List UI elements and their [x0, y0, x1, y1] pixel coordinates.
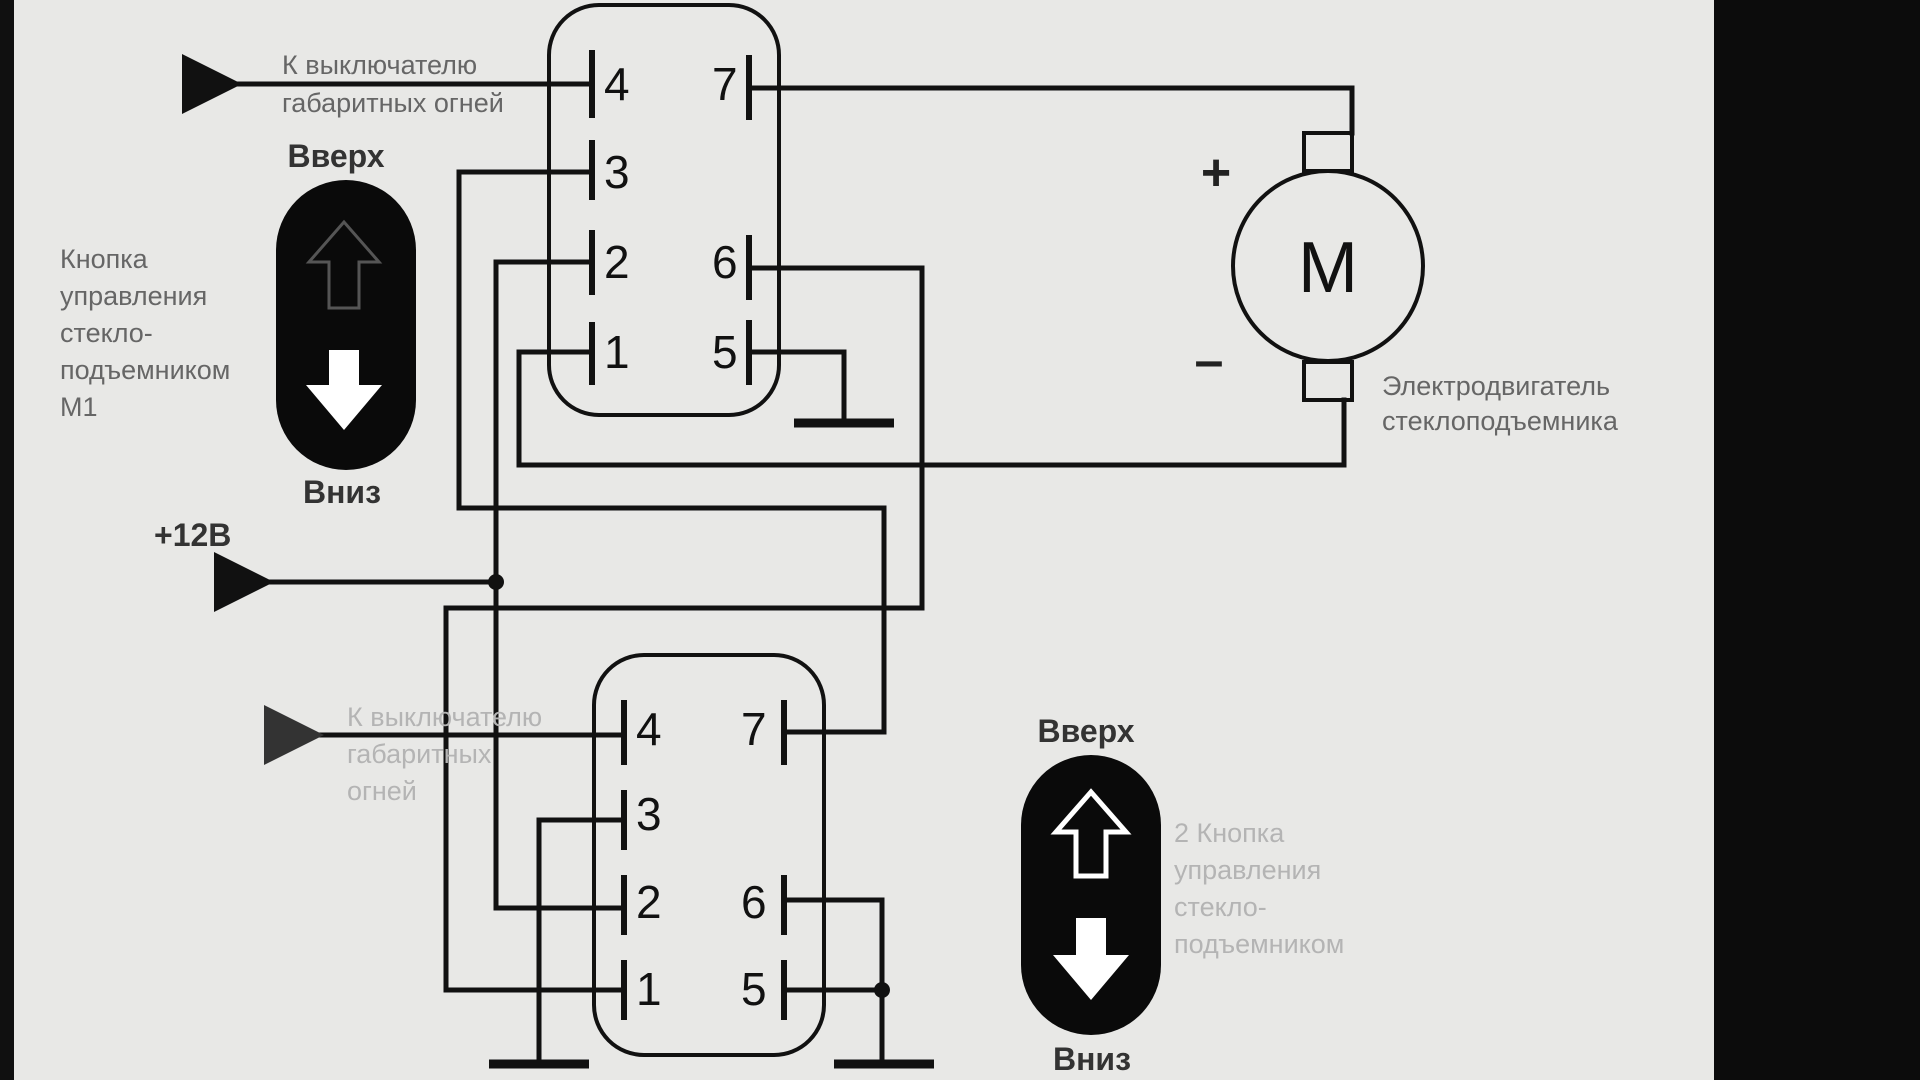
junction-plus12v — [488, 574, 504, 590]
motor-plus-sign: + — [1201, 144, 1231, 202]
switch-2-button-label-line-1: 2 Кнопка — [1174, 818, 1285, 848]
rocker-button-1-body — [276, 180, 416, 470]
power-label: +12В — [154, 517, 231, 553]
rocker-button-2 — [1021, 755, 1161, 1035]
switch-2-lights-label-line-2: габаритных — [347, 739, 492, 769]
up-arrow-icon — [1050, 788, 1132, 879]
motor-minus-sign: – — [1195, 332, 1224, 390]
switch-2-button-label-line-2: управления — [1174, 855, 1321, 885]
switch-1-button-label-line-1: Кнопка — [60, 244, 149, 274]
motor: M + – Электродвигатель стеклоподъемника — [1195, 131, 1619, 436]
switch-2-pin-2-number: 2 — [636, 876, 662, 928]
motor-label-line-2: стеклоподъемника — [1382, 406, 1619, 436]
switch-2-lights-label-line-1: К выключателю — [347, 702, 542, 732]
switch-2-button-label-line-4: подъемником — [1174, 929, 1344, 959]
switch-1: 4 3 2 1 7 6 5 — [547, 3, 781, 417]
switch-1-lights-label-line-1: К выключателю — [282, 50, 477, 80]
switch-1-pin-1-number: 1 — [604, 326, 630, 378]
switch-1-body — [547, 3, 781, 417]
switch-1-button-label-line-3: стекло- — [60, 318, 153, 348]
wire-s1-pin3-s2-pin7 — [456, 169, 887, 735]
switch-2-pin-4-number: 4 — [636, 703, 662, 755]
down-arrow-icon — [306, 350, 382, 430]
wire-s1-pin5-ground — [746, 349, 847, 423]
switch-1-pin-7-number: 7 — [712, 58, 738, 110]
switch-1-pin-5-number: 5 — [712, 326, 738, 378]
switch-2-pin-5-number: 5 — [741, 963, 767, 1015]
monitor-bezel — [1714, 0, 1920, 1080]
down-arrow-icon — [1053, 918, 1129, 1000]
up-arrow-icon — [305, 219, 383, 310]
switch-1-lights-label-line-2: габаритных огней — [282, 88, 504, 118]
motor-circle — [1231, 169, 1425, 363]
motor-terminal-bottom — [1302, 360, 1354, 402]
switch-1-pin-3-number: 3 — [604, 146, 630, 198]
switch-2: 4 3 2 1 7 6 5 — [592, 653, 826, 1057]
wire-s1-pin6-s2-pin1 — [443, 265, 925, 993]
rocker-button-2-body — [1021, 755, 1161, 1035]
switch-2-lights-label-line-3: огней — [347, 776, 417, 806]
wiring-diagram: 4 3 2 1 7 6 5 4 3 2 1 7 6 5 M + – Электр… — [60, 3, 1619, 1077]
switch-2-button-label-line-3: стекло- — [1174, 892, 1267, 922]
switch-1-button-label-line-2: управления — [60, 281, 207, 311]
wires — [182, 54, 1355, 1069]
diagram-screen: 4 3 2 1 7 6 5 4 3 2 1 7 6 5 M + – Электр… — [14, 0, 1714, 1080]
motor-label-line-1: Электродвигатель — [1382, 371, 1610, 401]
switch-1-up-label: Вверх — [287, 138, 384, 174]
switch-2-pin-3-number: 3 — [636, 788, 662, 840]
switch-2-up-label: Вверх — [1037, 713, 1134, 749]
wire-s2-pin6-ground — [781, 897, 885, 1063]
switch-2-body — [592, 653, 826, 1057]
wire-s1-pin1-motor-minus — [516, 349, 1347, 468]
switch-1-down-label: Вниз — [303, 474, 381, 510]
switch-1-button-label-line-5: М1 — [60, 392, 98, 422]
switch-1-pin-2-number: 2 — [604, 236, 630, 288]
wire-s1-pin7-motor-plus — [746, 85, 1355, 136]
switch-1-button-label-line-4: подъемником — [60, 355, 230, 385]
switch-2-pin-7-number: 7 — [741, 703, 767, 755]
rocker-button-1 — [276, 180, 416, 470]
switch-1-pin-6-number: 6 — [712, 236, 738, 288]
switch-2-down-label: Вниз — [1053, 1041, 1131, 1077]
wire-s2-pin3-ground — [536, 817, 627, 1063]
motor-terminal-top — [1302, 131, 1354, 173]
junction-s2-pin5 — [874, 982, 890, 998]
switch-2-pin-1-number: 1 — [636, 963, 662, 1015]
labels: К выключателю габаритных огней Кнопка уп… — [60, 50, 1344, 1077]
switch-1-pin-4-number: 4 — [604, 58, 630, 110]
switch-2-pin-6-number: 6 — [741, 876, 767, 928]
motor-symbol: M — [1298, 228, 1358, 308]
